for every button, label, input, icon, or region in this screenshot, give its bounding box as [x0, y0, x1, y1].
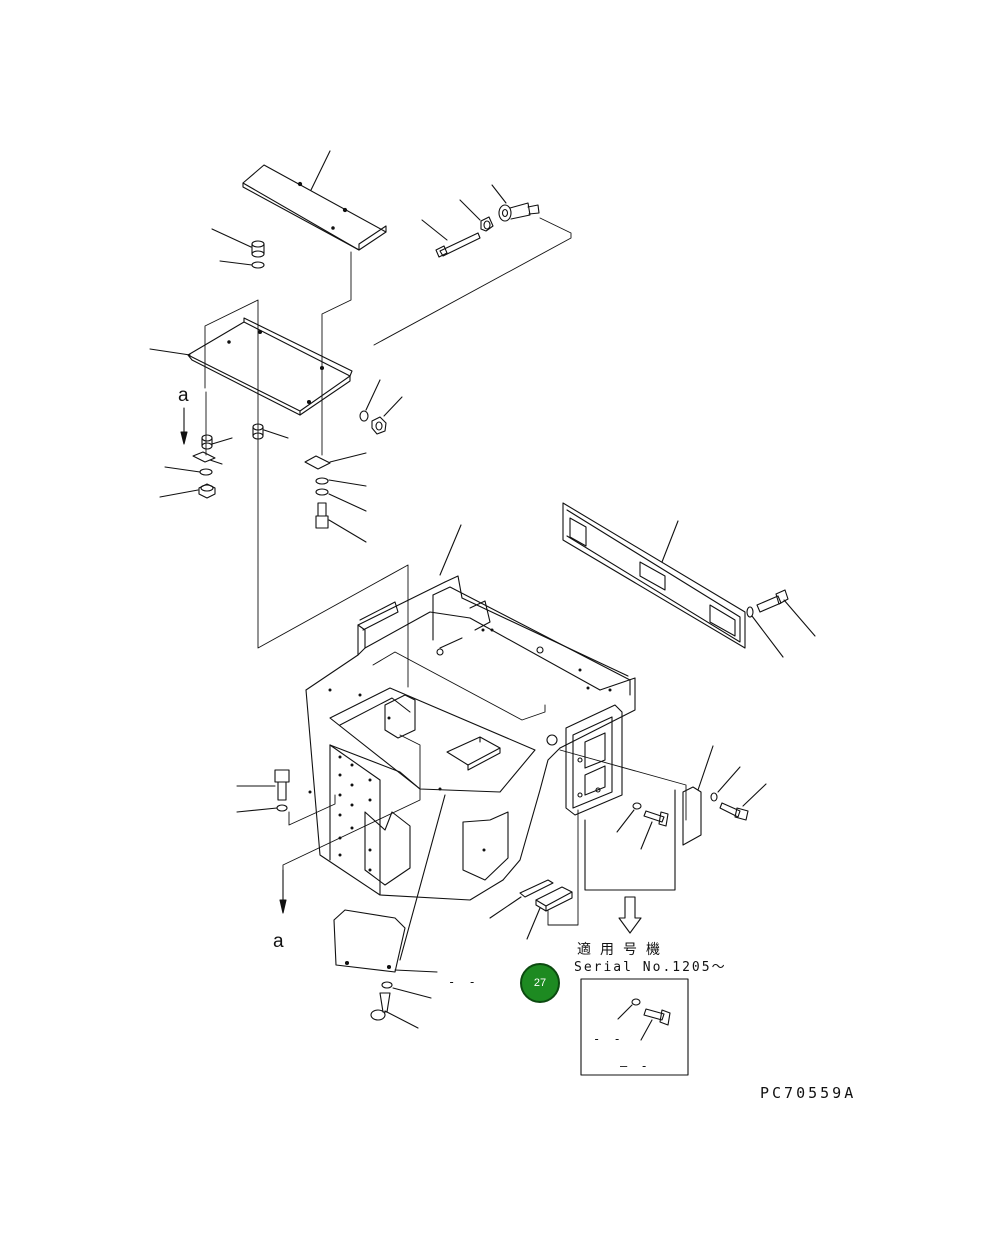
- leader-spacer-mid: [263, 429, 289, 439]
- bolt-upper: [435, 232, 481, 258]
- leader-washer-left-lower: [236, 807, 278, 813]
- center-line-cover: [321, 251, 352, 456]
- cushion-left: [201, 434, 213, 450]
- leader-clip-center: [329, 452, 367, 463]
- washer-right: [359, 410, 369, 422]
- center-line-connector: [547, 809, 579, 926]
- page-number-badge[interactable]: 27: [520, 963, 560, 1003]
- leader-washer-top: [219, 260, 253, 266]
- rear-plate: [562, 502, 746, 649]
- top-cover-plate: [242, 164, 387, 251]
- leader-nut-right: [383, 396, 403, 417]
- leader-nut-left: [159, 489, 199, 498]
- leader-cushion-left: [211, 437, 233, 445]
- spacer-bushing-mid: [252, 423, 264, 440]
- clip-left: [192, 451, 216, 463]
- center-line-left-lower: [288, 794, 336, 826]
- nut-right: [371, 416, 387, 435]
- serial-note-number: Serial No.1205～: [574, 960, 727, 975]
- reference-mark-upper: a: [178, 385, 189, 406]
- leader-washer-box: [616, 809, 635, 833]
- bolt-box: [643, 810, 669, 827]
- leader-bolt-upper: [421, 219, 448, 241]
- cover-lower-left: [333, 909, 406, 973]
- leader-washer-rear: [751, 615, 784, 658]
- bolt-left-lower: [274, 769, 290, 801]
- bolt-serial: [643, 1008, 671, 1026]
- leader-floor-plate: [149, 348, 191, 356]
- leader-spacer-top: [211, 228, 252, 248]
- leader-washer-bottom: [392, 987, 432, 999]
- leader-washer-center-1: [328, 479, 367, 487]
- serial-note-japanese: 適用号機: [577, 942, 669, 958]
- inset-box-upper: [584, 789, 676, 891]
- placeholder-mark-box-left: - -: [593, 1032, 624, 1046]
- leader-bracket-right: [697, 745, 714, 791]
- badge-number: 27: [533, 977, 547, 989]
- leader-cover-plate: [310, 150, 331, 191]
- leader-bolt-box: [640, 821, 653, 850]
- leader-nut-upper: [459, 199, 481, 221]
- rod-end: [498, 202, 540, 222]
- center-line-floor: [204, 299, 409, 688]
- main-frame: [305, 575, 636, 901]
- leader-cover-lower-left: [394, 969, 438, 973]
- leader-bolt-center: [328, 519, 367, 543]
- connector-block: [535, 886, 573, 912]
- washer-bottom: [381, 981, 393, 989]
- leader-cover-to-frame: [399, 794, 446, 961]
- nut-left: [198, 483, 216, 499]
- washer-box: [632, 802, 642, 810]
- placeholder-mark-badge: - -: [448, 975, 479, 989]
- reference-mark-lower: a: [273, 931, 284, 952]
- center-line-rod: [373, 217, 572, 346]
- floor-plate: [187, 317, 353, 416]
- reference-arrow-upper: [180, 407, 188, 445]
- washer-left: [199, 468, 213, 476]
- leader-rear-plate: [661, 520, 679, 563]
- leader-rod-end: [491, 184, 507, 204]
- leader-clip-left: [209, 459, 223, 465]
- leader-bolt-rear: [783, 599, 816, 637]
- connector-bracket: [519, 879, 554, 898]
- bolt-bottom: [370, 992, 391, 1021]
- center-line-frame-box: [559, 749, 687, 821]
- washer-top: [251, 261, 265, 269]
- washer-rear: [746, 606, 754, 618]
- figure-code: PC70559A: [760, 1084, 857, 1102]
- leader-connector-bracket: [489, 896, 522, 919]
- bolt-rear: [756, 589, 789, 613]
- washer-right-lower: [710, 792, 718, 802]
- washer-left-lower: [276, 804, 288, 812]
- leader-washer-center-2: [328, 493, 367, 512]
- leader-connector-block: [526, 907, 541, 940]
- spacer-bushing-top: [251, 240, 265, 258]
- serial-inset-box: [580, 978, 689, 1076]
- reference-arrow-lower: [279, 869, 287, 914]
- leader-washer-right: [365, 379, 381, 411]
- bolt-center: [315, 502, 329, 529]
- washer-center-1: [315, 477, 329, 485]
- leader-washer-left: [164, 466, 201, 473]
- washer-serial: [631, 998, 641, 1006]
- leader-bolt-right-lower: [742, 783, 767, 807]
- clip-center: [304, 455, 331, 470]
- leader-main-frame: [439, 524, 462, 576]
- center-line-frame: [372, 651, 546, 721]
- hollow-arrow-icon: [618, 896, 642, 934]
- washer-center-2: [315, 488, 329, 496]
- bolt-right-lower: [719, 802, 749, 821]
- leader-bolt-bottom: [384, 1010, 419, 1029]
- bracket-right: [682, 786, 702, 846]
- placeholder-mark-box-bottom: — -: [620, 1059, 651, 1073]
- leader-washer-right-lower: [717, 766, 741, 793]
- leader-bolt-serial: [640, 1019, 653, 1041]
- nut-upper: [480, 216, 494, 232]
- leader-washer-serial: [617, 1004, 633, 1020]
- center-line-to-a: [282, 734, 421, 871]
